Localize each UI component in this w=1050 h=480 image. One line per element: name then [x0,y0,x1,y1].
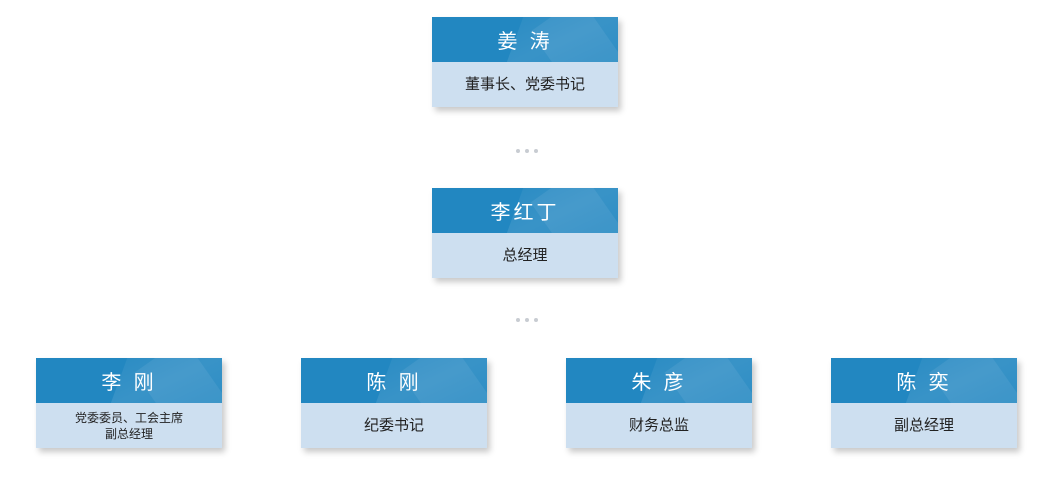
node-header: 陈 刚 [301,358,487,403]
connector-dots [516,317,538,323]
node-name: 李红丁 [490,200,560,224]
node-name: 陈 奕 [896,370,952,394]
node-header: 朱 彦 [566,358,752,403]
node-header: 陈 奕 [831,358,1017,403]
node-role-line: 副总经理 [104,426,153,441]
connector-dots [516,148,538,154]
node-name: 李 刚 [101,370,157,394]
org-node-member-4: 陈 奕 副总经理 [831,358,1017,448]
node-body: 副总经理 [831,403,1017,448]
node-body: 财务总监 [566,403,752,448]
node-header: 姜 涛 [432,17,618,62]
node-name: 朱 彦 [631,370,687,394]
node-role: 董事长、党委书记 [464,75,585,93]
node-body: 纪委书记 [301,403,487,448]
node-role-line: 党委委员、工会主席 [74,410,183,425]
org-node-member-1: 李 刚 党委委员、工会主席 副总经理 [36,358,222,448]
node-body: 总经理 [432,233,618,278]
node-role-line: 副总经理 [893,416,954,434]
node-header: 李红丁 [432,188,618,233]
node-header: 李 刚 [36,358,222,403]
connector-dot [525,318,529,322]
org-node-chairman: 姜 涛 董事长、党委书记 [432,17,618,107]
connector-dot [534,318,538,322]
node-name: 陈 刚 [366,370,422,394]
node-body: 董事长、党委书记 [432,62,618,107]
node-name: 姜 涛 [497,29,553,53]
org-node-member-3: 朱 彦 财务总监 [566,358,752,448]
node-role: 总经理 [502,246,548,264]
node-role-line: 财务总监 [628,416,689,434]
node-body: 党委委员、工会主席 副总经理 [36,403,222,448]
connector-dot [534,149,538,153]
connector-dot [516,149,520,153]
connector-dot [525,149,529,153]
node-role-line: 纪委书记 [363,416,424,434]
connector-dot [516,318,520,322]
org-node-general-manager: 李红丁 总经理 [432,188,618,278]
org-node-member-2: 陈 刚 纪委书记 [301,358,487,448]
